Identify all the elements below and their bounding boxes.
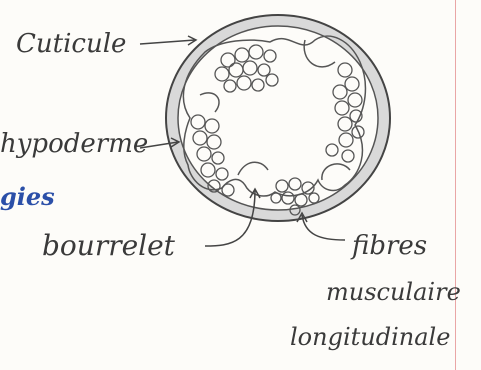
label-partial-blue: gies bbox=[0, 182, 55, 211]
label-fibres: fibres bbox=[350, 231, 427, 261]
label-hypoderme: hypoderme bbox=[0, 129, 148, 159]
label-longitudinale: longitudinale bbox=[290, 323, 450, 351]
label-cuticule: Cuticule bbox=[16, 29, 126, 59]
label-musculaire: musculaire bbox=[326, 278, 461, 306]
label-bourrelet: bourrelet bbox=[42, 229, 176, 262]
